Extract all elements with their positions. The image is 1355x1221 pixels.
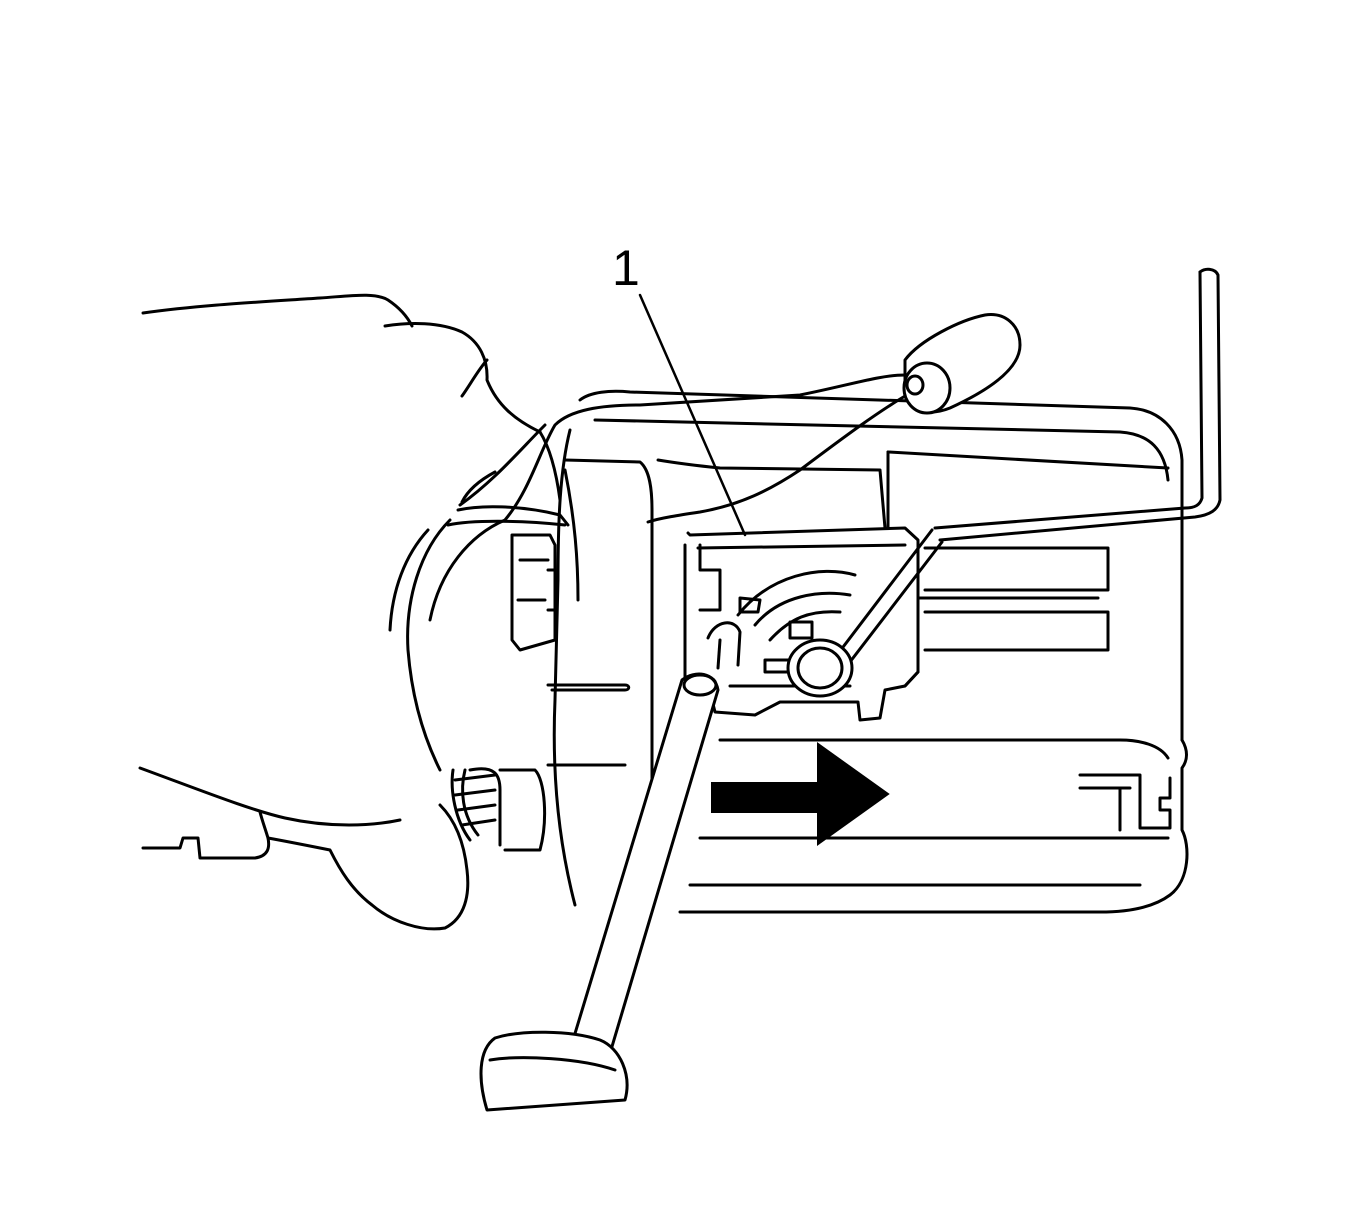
callout-1-label: 1 bbox=[612, 240, 640, 296]
left-connector bbox=[446, 505, 570, 652]
callout-1: 1 bbox=[612, 240, 747, 537]
hose-bellows bbox=[450, 767, 547, 852]
sensor-wire bbox=[428, 313, 1022, 622]
callout-1-leader bbox=[638, 293, 747, 537]
housing bbox=[546, 389, 1189, 914]
retainer-clip bbox=[683, 526, 920, 722]
hand bbox=[138, 293, 562, 931]
screwdriver bbox=[479, 621, 742, 1112]
direction-arrow-right-icon bbox=[711, 742, 890, 846]
float-arm-rod bbox=[786, 267, 1222, 698]
